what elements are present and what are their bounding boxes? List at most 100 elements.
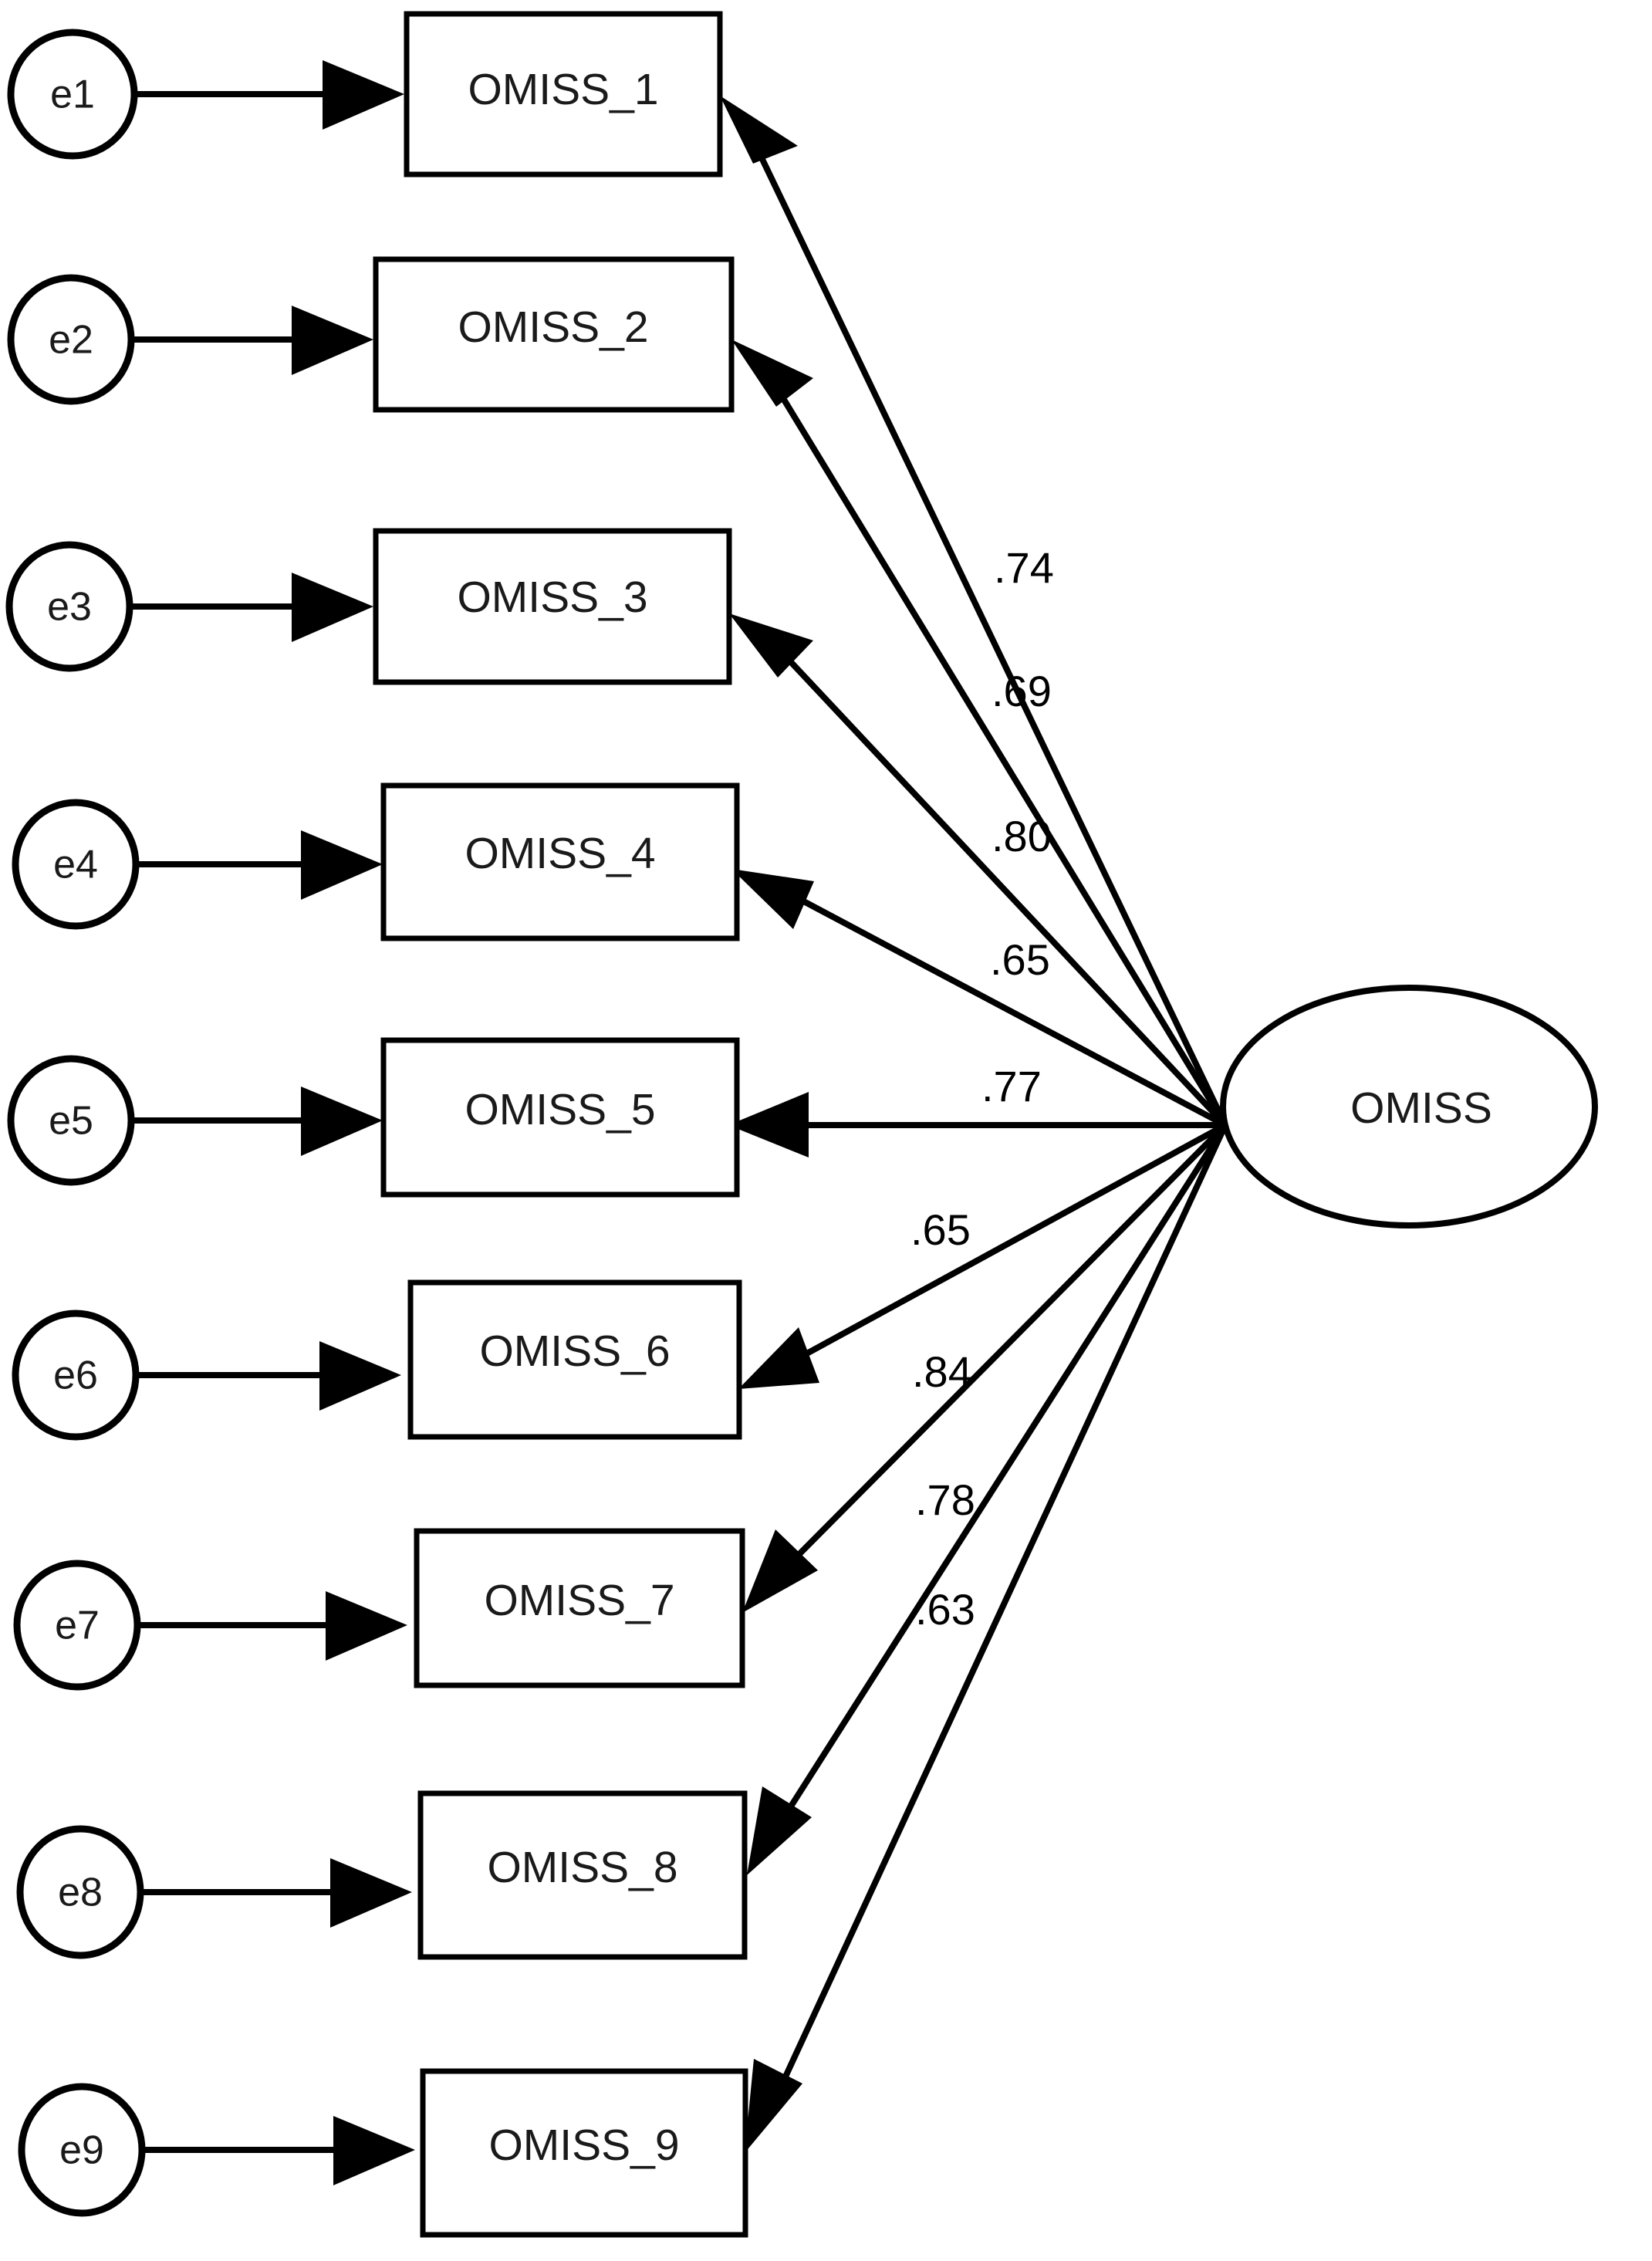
indicator-label-1: OMISS_1: [468, 65, 658, 114]
indicator-node-4[interactable]: OMISS_4: [380, 782, 740, 941]
indicator-box-4[interactable]: [380, 782, 740, 941]
error-label-4: e4: [53, 843, 98, 887]
error-arrowhead-4: [301, 830, 383, 900]
loading-arrowhead-9: [745, 2059, 802, 2153]
error-circle-7[interactable]: [13, 1560, 141, 1691]
indicator-box-8[interactable]: [417, 1790, 748, 1960]
error-label-3: e3: [47, 585, 92, 630]
error-node-8[interactable]: e8: [16, 1825, 144, 1959]
error-node-7[interactable]: e7: [13, 1560, 141, 1691]
loading-path-5: [728, 1092, 1225, 1158]
loading-path-7: [742, 1123, 1228, 1613]
indicator-label-6: OMISS_6: [479, 1327, 670, 1376]
indicator-node-7[interactable]: OMISS_7: [414, 1528, 745, 1688]
loading-path-8: [747, 1123, 1228, 1875]
loading-arrowhead-7: [742, 1529, 818, 1613]
loading-arrowhead-1: [720, 96, 798, 164]
indicator-label-7: OMISS_7: [484, 1576, 674, 1625]
error-path-1: [135, 60, 404, 130]
error-label-6: e6: [53, 1354, 98, 1398]
loading-line-4: [758, 875, 1227, 1128]
indicator-node-1[interactable]: OMISS_1: [404, 11, 723, 177]
latent-factor-node[interactable]: OMISS: [1220, 985, 1598, 1229]
error-circle-8[interactable]: [16, 1825, 144, 1959]
indicator-node-2[interactable]: OMISS_2: [373, 256, 735, 413]
loading-arrowhead-4: [731, 869, 814, 929]
indicator-node-3[interactable]: OMISS_3: [373, 528, 732, 685]
loading-path-6: [738, 1122, 1227, 1389]
loading-path-2: [731, 340, 1228, 1127]
indicator-node-6[interactable]: OMISS_6: [407, 1279, 742, 1440]
indicator-box-6[interactable]: [407, 1279, 742, 1440]
error-node-5[interactable]: e5: [7, 1055, 135, 1186]
loading-path-3: [729, 613, 1228, 1127]
error-arrowhead-7: [326, 1591, 407, 1661]
error-circle-6[interactable]: [12, 1310, 140, 1441]
loading-arrowhead-5: [728, 1092, 809, 1158]
loading-path-1: [720, 96, 1228, 1127]
indicator-box-7[interactable]: [414, 1528, 745, 1688]
coefficient-label-8: .78: [915, 1475, 975, 1524]
loading-path-4: [731, 869, 1227, 1128]
indicator-boxes: OMISS_1 OMISS_2 OMISS_3 OMISS_4 OMISS_5: [373, 11, 748, 2238]
error-path-4: [137, 830, 383, 900]
latent-factor-ellipse[interactable]: [1220, 985, 1598, 1229]
error-node-9[interactable]: e9: [18, 2083, 146, 2217]
loading-arrowhead-6: [738, 1327, 819, 1389]
indicator-label-3: OMISS_3: [457, 573, 647, 622]
latent-factor-label: OMISS: [1350, 1083, 1492, 1133]
loading-line-8: [769, 1123, 1228, 1839]
indicator-node-9[interactable]: OMISS_9: [420, 2068, 748, 2238]
error-circles: e1 e2 e3 e4 e5 e6: [5, 29, 146, 2217]
indicator-label-8: OMISS_8: [487, 1843, 677, 1892]
error-path-6: [137, 1341, 401, 1411]
error-path-3: [131, 573, 373, 642]
error-node-6[interactable]: e6: [12, 1310, 140, 1441]
error-label-1: e1: [50, 73, 95, 117]
coefficient-label-9: .63: [915, 1585, 975, 1634]
indicator-box-9[interactable]: [420, 2068, 748, 2238]
error-path-2: [133, 306, 373, 375]
error-label-8: e8: [58, 1871, 103, 1915]
error-arrowhead-8: [330, 1858, 412, 1928]
error-circle-4[interactable]: [12, 799, 140, 930]
indicator-box-5[interactable]: [380, 1037, 740, 1198]
indicator-box-1[interactable]: [404, 11, 723, 177]
error-label-5: e5: [49, 1099, 93, 1144]
loading-line-9: [769, 1124, 1228, 2108]
indicator-label-4: OMISS_4: [465, 829, 655, 878]
error-node-4[interactable]: e4: [12, 799, 140, 930]
coefficient-label-5: .77: [981, 1062, 1042, 1110]
coefficient-label-7: .84: [912, 1347, 972, 1396]
error-node-1[interactable]: e1: [7, 29, 138, 160]
error-node-2[interactable]: e2: [7, 274, 135, 405]
error-arrowhead-6: [319, 1341, 401, 1411]
indicator-box-2[interactable]: [373, 256, 735, 413]
error-label-7: e7: [55, 1604, 100, 1648]
coefficient-label-3: .80: [992, 812, 1052, 860]
error-path-7: [139, 1591, 407, 1661]
error-label-9: e9: [59, 2128, 104, 2173]
error-node-3[interactable]: e3: [5, 541, 133, 672]
loading-line-3: [754, 623, 1228, 1127]
indicator-box-3[interactable]: [373, 528, 732, 685]
coefficient-label-1: .74: [994, 543, 1054, 592]
indicator-label-5: OMISS_5: [465, 1085, 655, 1134]
error-circle-3[interactable]: [5, 541, 133, 672]
indicator-node-5[interactable]: OMISS_5: [380, 1037, 740, 1198]
error-circle-9[interactable]: [18, 2083, 146, 2217]
error-path-5: [133, 1087, 383, 1156]
error-arrowhead-9: [333, 2116, 415, 2185]
loading-line-6: [785, 1122, 1227, 1367]
error-path-9: [144, 2116, 415, 2185]
error-circle-5[interactable]: [7, 1055, 135, 1186]
factor-loading-paths: [720, 96, 1228, 2153]
error-circle-1[interactable]: [7, 29, 138, 160]
indicator-node-8[interactable]: OMISS_8: [417, 1790, 748, 1960]
error-paths: [131, 60, 415, 2185]
error-circle-2[interactable]: [7, 274, 135, 405]
coefficient-labels: .74 .69 .80 .65 .77 .65 .84 .78 .63: [910, 543, 1054, 1634]
error-arrowhead-3: [292, 573, 373, 642]
